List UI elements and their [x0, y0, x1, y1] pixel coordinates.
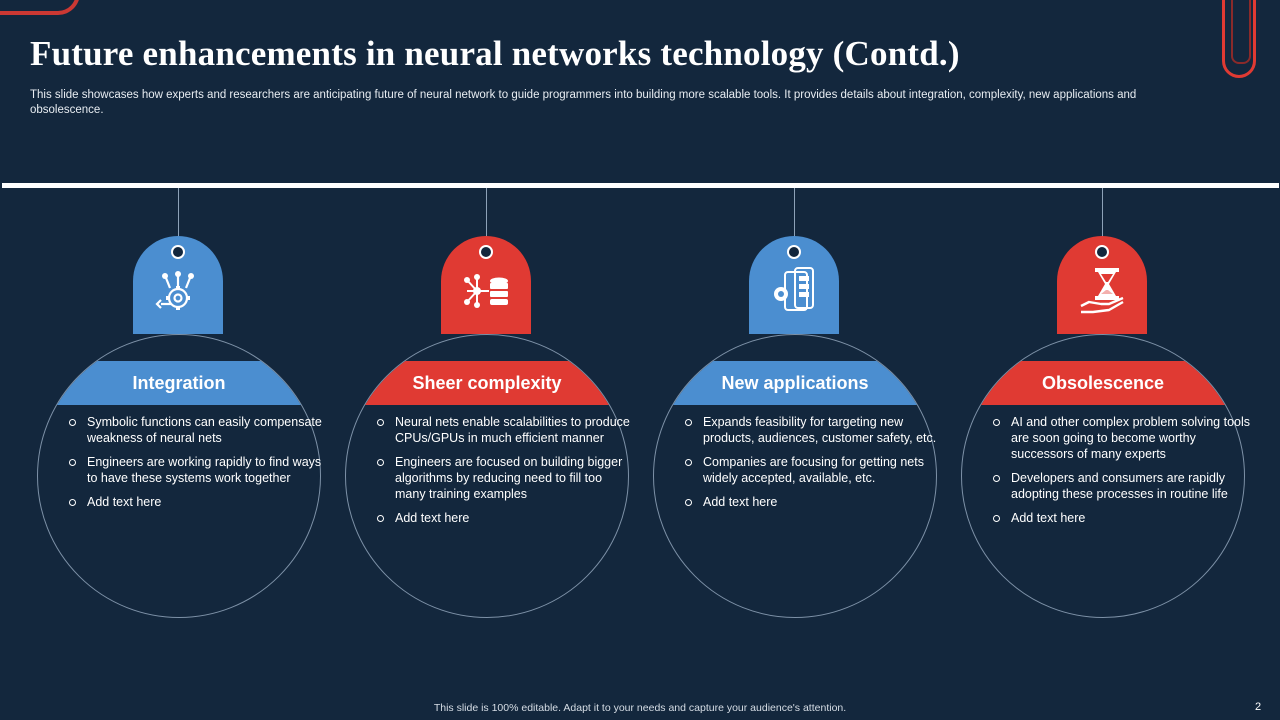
page-number: 2 — [1255, 701, 1262, 713]
content-circle: Integration — [37, 334, 321, 618]
column-sheer-complexity: Sheer complexity Neural nets enable scal… — [337, 188, 637, 628]
hanging-string — [486, 188, 487, 252]
column-integration: Integration Symbolic functions can easil… — [29, 188, 329, 628]
gear-network-icon — [155, 266, 201, 316]
list-item: Engineers are focused on building bigger… — [364, 454, 634, 502]
list-item: AI and other complex problem solving too… — [980, 414, 1250, 462]
column-heading: Sheer complexity — [346, 361, 628, 405]
bullet-list: Symbolic functions can easily compensate… — [56, 414, 326, 518]
list-item: Add text here — [980, 510, 1250, 526]
content-circle: Sheer complexity — [345, 334, 629, 618]
list-item: Developers and consumers are rapidly ado… — [980, 470, 1250, 502]
list-item: Symbolic functions can easily compensate… — [56, 414, 326, 446]
hanging-string — [794, 188, 795, 252]
slide-footer: This slide is 100% editable. Adapt it to… — [433, 702, 847, 714]
column-new-applications: New applications Expands feasibility for… — [645, 188, 945, 628]
column-obsolescence: Obsolescence AI and other complex proble… — [953, 188, 1253, 628]
list-item: Add text here — [364, 510, 634, 526]
column-heading: Obsolescence — [962, 361, 1244, 405]
bullet-list: Expands feasibility for targeting new pr… — [672, 414, 942, 518]
hanging-tag — [749, 236, 839, 334]
tag-hole — [171, 245, 185, 259]
tag-hole — [787, 245, 801, 259]
hourglass-hand-icon — [1079, 266, 1125, 316]
column-heading: Integration — [38, 361, 320, 405]
list-item: Add text here — [672, 494, 942, 510]
list-item: Neural nets enable scalabilities to prod… — [364, 414, 634, 446]
column-heading: New applications — [654, 361, 936, 405]
tag-hole — [1095, 245, 1109, 259]
hanging-string — [178, 188, 179, 252]
list-item: Add text here — [56, 494, 326, 510]
hanging-tag — [1057, 236, 1147, 334]
list-item: Expands feasibility for targeting new pr… — [672, 414, 942, 446]
list-item: Engineers are working rapidly to find wa… — [56, 454, 326, 486]
network-database-icon — [463, 266, 509, 316]
hanging-tag — [441, 236, 531, 334]
hanging-string — [1102, 188, 1103, 252]
top-divider — [2, 183, 1279, 188]
bullet-list: Neural nets enable scalabilities to prod… — [364, 414, 634, 534]
bullet-list: AI and other complex problem solving too… — [980, 414, 1250, 534]
content-circle: Obsolescence — [961, 334, 1245, 618]
slide-subtitle: This slide showcases how experts and res… — [30, 89, 1137, 116]
mobile-app-gear-icon — [771, 266, 817, 316]
corner-decoration-left — [0, 0, 80, 15]
tag-hole — [479, 245, 493, 259]
hanging-tag — [133, 236, 223, 334]
list-item: Companies are focusing for getting nets … — [672, 454, 942, 486]
slide-title: Future enhancements in neural networks t… — [30, 34, 960, 73]
corner-decoration-right — [1222, 0, 1256, 78]
content-circle: New applications — [653, 334, 937, 618]
